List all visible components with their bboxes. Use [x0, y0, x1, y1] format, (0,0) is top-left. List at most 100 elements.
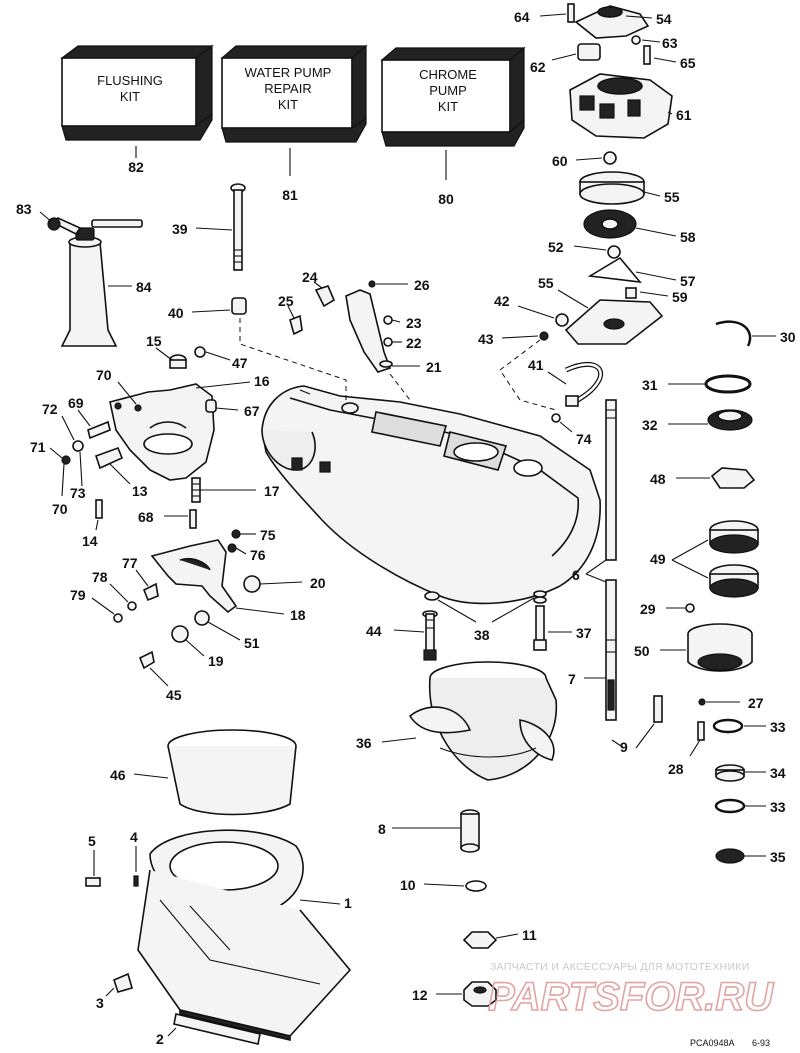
mounting-bracket-16	[109, 383, 215, 481]
o-ring-33-upper	[712, 718, 744, 734]
fitting-42	[555, 313, 569, 327]
callout-47: 47	[232, 355, 248, 371]
callout-71: 71	[30, 439, 46, 455]
nut-71	[61, 455, 71, 465]
pivot-pin-13	[94, 446, 124, 470]
callout-18: 18	[290, 607, 306, 623]
callout-41: 41	[528, 357, 544, 373]
bolt-69	[87, 420, 111, 440]
plug-29	[685, 603, 695, 613]
bolt-39	[230, 183, 246, 271]
bearing-49b	[709, 564, 759, 598]
callout-65: 65	[680, 55, 696, 71]
callout-9: 9	[620, 739, 628, 755]
gasket-57	[587, 256, 642, 284]
callout-72: 72	[42, 401, 58, 417]
callout-51: 51	[244, 635, 260, 651]
seal-34	[715, 764, 745, 782]
jet-pump-housing	[261, 385, 601, 605]
callout-55-upper: 55	[664, 189, 680, 205]
snap-ring-30	[715, 320, 752, 347]
callout-68: 68	[138, 509, 154, 525]
callout-31: 31	[642, 377, 658, 393]
callout-75: 75	[260, 527, 276, 543]
chrome-pump-kit-label-line1: CHROME	[419, 67, 477, 82]
callout-28: 28	[668, 761, 684, 777]
callout-61: 61	[676, 107, 692, 123]
callout-26: 26	[414, 277, 430, 293]
key-59	[625, 287, 637, 299]
callout-67: 67	[244, 403, 260, 419]
callout-25: 25	[278, 293, 294, 309]
nut-26	[368, 280, 376, 288]
screw-77	[142, 582, 159, 602]
flushing-attachment	[47, 217, 143, 347]
impeller-plate-55	[564, 299, 664, 345]
water-pump-repair-kit-box: WATER PUMP REPAIR KIT	[220, 44, 368, 143]
screw-14	[95, 499, 103, 519]
callout-58: 58	[680, 229, 696, 245]
callout-17: 17	[264, 483, 280, 499]
callout-21: 21	[426, 359, 442, 375]
callout-50: 50	[634, 643, 650, 659]
washer-76	[227, 543, 237, 553]
nut-75	[231, 529, 241, 539]
callout-22: 22	[406, 335, 422, 351]
screw-65	[643, 45, 651, 65]
strip-2	[173, 1013, 261, 1045]
callout-36: 36	[356, 735, 372, 751]
screw-64	[567, 3, 575, 23]
callout-33-lower: 33	[770, 799, 786, 815]
callout-57: 57	[680, 273, 696, 289]
bushing-8	[460, 809, 480, 853]
callout-55-lower: 55	[538, 275, 554, 291]
callout-45: 45	[166, 687, 182, 703]
washer-22	[383, 337, 393, 347]
flushing-kit-box: FLUSHING KIT	[60, 44, 214, 141]
washer-51	[194, 610, 210, 626]
callout-15: 15	[146, 333, 162, 349]
key-9	[653, 695, 663, 723]
nut-12	[463, 981, 497, 1007]
flushing-kit-label-line1: FLUSHING	[97, 73, 163, 88]
callout-42: 42	[494, 293, 510, 309]
spacer-40	[231, 297, 247, 315]
chrome-pump-kit-label-line3: KIT	[438, 99, 458, 114]
callout-59: 59	[672, 289, 688, 305]
plug-67	[205, 399, 217, 413]
callout-79: 79	[70, 587, 86, 603]
washer-27	[698, 698, 706, 706]
callout-27: 27	[748, 695, 764, 711]
callout-24: 24	[302, 269, 318, 285]
callout-32: 32	[642, 417, 658, 433]
callout-12: 12	[412, 987, 428, 1003]
washer-48	[710, 467, 756, 489]
callout-37: 37	[576, 625, 592, 641]
washer-10	[465, 880, 487, 892]
callout-84: 84	[136, 279, 152, 295]
bearing-49a	[709, 520, 759, 554]
nut-43	[539, 331, 549, 341]
screw-25	[289, 314, 303, 336]
grommet-62	[577, 43, 601, 61]
callout-38: 38	[474, 627, 490, 643]
callout-34: 34	[770, 765, 786, 781]
callout-6: 6	[572, 567, 580, 583]
o-ring-33-lower	[714, 798, 746, 814]
o-ring-60	[603, 151, 617, 165]
callout-43: 43	[478, 331, 494, 347]
callout-33-upper: 33	[770, 719, 786, 735]
callout-39: 39	[172, 221, 188, 237]
callout-46: 46	[110, 767, 126, 783]
callout-4: 4	[130, 829, 138, 845]
water-pump-kit-label-line1: WATER PUMP	[245, 65, 332, 80]
bracket-21	[345, 289, 392, 373]
bushing-15	[169, 354, 187, 369]
callout-54: 54	[656, 11, 672, 27]
callout-52: 52	[548, 239, 564, 255]
callout-16: 16	[254, 373, 270, 389]
callout-82: 82	[128, 159, 144, 175]
callout-7: 7	[568, 671, 576, 687]
screw-23	[383, 315, 393, 325]
washer-20	[243, 575, 261, 593]
